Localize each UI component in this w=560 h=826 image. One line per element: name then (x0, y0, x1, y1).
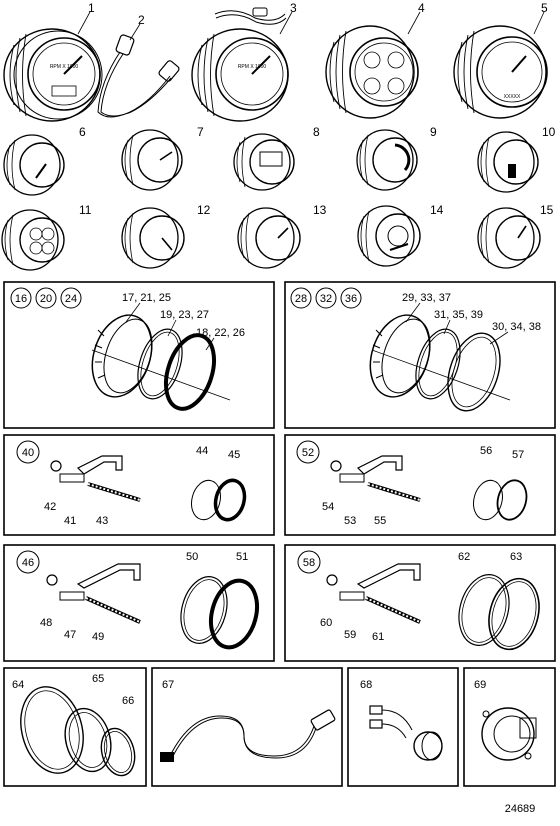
label-41: 41 (64, 515, 76, 527)
gauge-6 (3, 134, 65, 196)
circle-24: 24 (65, 293, 77, 305)
label-6: 6 (79, 125, 86, 139)
panel-sender-69: 69 (463, 667, 556, 787)
label-8: 8 (313, 125, 320, 139)
circle-40: 40 (22, 447, 34, 459)
label-68: 68 (360, 679, 372, 691)
label-14: 14 (430, 203, 444, 217)
label-44: 44 (196, 445, 208, 457)
gauge-9 (356, 129, 418, 191)
label-50: 50 (186, 551, 198, 563)
circle-52: 52 (302, 447, 314, 459)
label-43: 43 (96, 515, 108, 527)
panel-cable-67: 67 (151, 667, 343, 787)
gauge-11 (1, 209, 65, 271)
label-29-33-37: 29, 33, 37 (402, 292, 451, 304)
label-49: 49 (92, 631, 104, 643)
label-10: 10 (542, 125, 556, 139)
label-57: 57 (512, 449, 524, 461)
panel-mounting-kit-58: 58 60 59 61 62 63 (284, 544, 556, 662)
label-7: 7 (197, 125, 204, 139)
panel-bezel-kit-right: 28 32 36 29, 33, 37 31, 35, 39 30, 34, 3… (284, 281, 556, 429)
label-60: 60 (320, 617, 332, 629)
label-53: 53 (344, 515, 356, 527)
circle-20: 20 (40, 293, 52, 305)
label-64: 64 (12, 679, 24, 691)
reference-number: 24689 (505, 803, 536, 815)
label-48: 48 (40, 617, 52, 629)
label-59: 59 (344, 629, 356, 641)
gauge-12 (121, 207, 185, 269)
label-15: 15 (540, 203, 554, 217)
label-54: 54 (322, 501, 334, 513)
label-31-35-39: 31, 35, 39 (434, 309, 483, 321)
label-63: 63 (510, 551, 522, 563)
panel-rings-64-66: 64 65 66 (3, 667, 147, 787)
gauge-8-digital (233, 133, 295, 191)
label-56: 56 (480, 445, 492, 457)
label-42: 42 (44, 501, 56, 513)
circle-58: 58 (303, 557, 315, 569)
label-18-22-26: 18, 22, 26 (196, 327, 245, 339)
wire-harness-2 (97, 34, 180, 118)
label-47: 47 (64, 629, 76, 641)
panel-connector-68: 68 (347, 667, 459, 787)
label-5: 5 (541, 1, 548, 15)
xxxxx-dial-text: XXXXX (504, 94, 521, 100)
panel-mounting-kit-52: 52 54 53 55 56 57 (284, 434, 556, 536)
label-4: 4 (418, 1, 425, 15)
gauge-5-fuel-flow: XXXXX (453, 25, 548, 119)
label-45: 45 (228, 449, 240, 461)
label-1: 1 (88, 1, 95, 15)
gauge-15 (477, 207, 541, 269)
panel-bezel-kit-left: 16 20 24 17, 21, 25 19, 23, 27 18, 22, 2… (3, 281, 275, 429)
label-19-23-27: 19, 23, 27 (160, 309, 209, 321)
label-62: 62 (458, 551, 470, 563)
gauge-10 (477, 131, 539, 193)
label-61: 61 (372, 631, 384, 643)
gauge-13 (237, 207, 301, 269)
label-2: 2 (138, 13, 145, 27)
label-13: 13 (313, 203, 327, 217)
gauge-14-trim (357, 205, 421, 267)
rpm-dial-text-2: RPM X 1000 (238, 64, 267, 70)
circle-28: 28 (295, 293, 307, 305)
panel-mounting-kit-40: 40 42 41 43 44 45 (3, 434, 275, 536)
gauge-1-tachometer: RPM X 1000 (3, 28, 103, 122)
top-labels: 1 2 3 4 5 6 7 8 9 10 11 12 13 14 15 (77, 1, 556, 217)
gauge-4-multifunction (325, 25, 419, 119)
circle-46: 46 (22, 557, 34, 569)
gauge-7 (121, 129, 183, 191)
label-11: 11 (79, 203, 92, 217)
label-9: 9 (430, 125, 437, 139)
label-66: 66 (122, 695, 134, 707)
label-17-21-25: 17, 21, 25 (122, 292, 171, 304)
label-69: 69 (474, 679, 486, 691)
label-55: 55 (374, 515, 386, 527)
circle-36: 36 (345, 293, 357, 305)
label-67: 67 (162, 679, 174, 691)
gauge-3-tachometer: RPM X 1000 (191, 7, 289, 122)
label-30-34-38: 30, 34, 38 (492, 321, 541, 333)
circle-16: 16 (15, 293, 27, 305)
circle-32: 32 (320, 293, 332, 305)
panel-mounting-kit-46: 46 48 47 49 50 51 (3, 544, 275, 662)
rpm-dial-text: RPM X 1000 (50, 64, 79, 70)
label-12: 12 (197, 203, 211, 217)
label-65: 65 (92, 673, 104, 685)
label-3: 3 (290, 1, 297, 15)
label-51: 51 (236, 551, 248, 563)
